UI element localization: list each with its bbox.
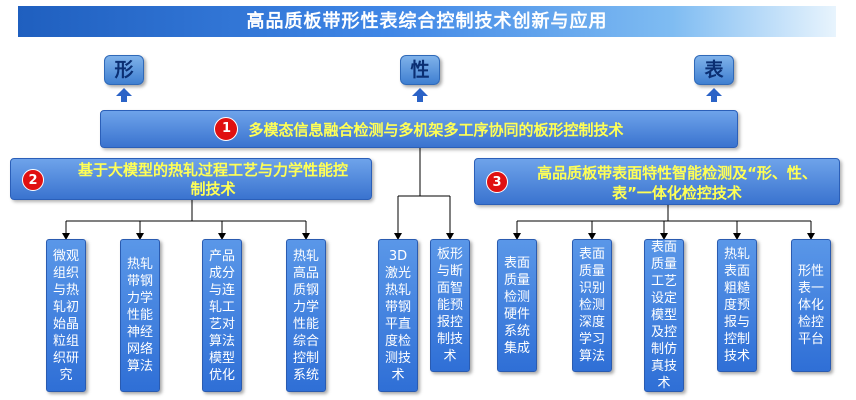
leaf-surface-hardware: 表面质量检测硬件系统集成 [497, 239, 537, 372]
key-xing-property: 性 [400, 55, 440, 85]
leaf-surface-deep-learning: 表面质量识别检测深度学习算法 [572, 239, 612, 372]
key-biao-surface: 表 [694, 55, 734, 85]
title-bar: 高品质板带形性表综合控制技术创新与应用 [18, 6, 836, 37]
up-arrow-stem [417, 96, 423, 102]
up-arrow-icon [706, 88, 722, 96]
up-arrow-icon [412, 88, 428, 96]
up-arrow-icon [116, 88, 132, 96]
leaf-surface-simulation: 表面质量工艺设定模型及控制仿真技术 [644, 239, 684, 392]
leaf-roughness-prediction: 热轧表面粗糙度预报与控制技术 [717, 239, 757, 372]
up-arrow-stem [121, 96, 127, 102]
number-badge-3: 3 [486, 171, 508, 193]
leaf-composition-optimization: 产品成分与连轧工艺对算法模型优化 [202, 239, 242, 392]
tech-bar-3-text: 高品质板带表面特性智能检测及“形、性、 表”一体化检控技术 [537, 164, 817, 202]
leaf-microstructure: 微观组织与热轧初始晶粒组织研究 [46, 239, 86, 392]
leaf-integrated-control: 热轧高品质钢力学性能综合控制系统 [286, 239, 326, 392]
up-arrow-stem [711, 96, 717, 102]
tech-bar-3: 3 高品质板带表面特性智能检测及“形、性、 表”一体化检控技术 [474, 158, 840, 205]
number-badge-2: 2 [22, 169, 44, 191]
number-badge-1: 1 [214, 117, 239, 141]
tech-bar-2: 2 基于大模型的热轧过程工艺与力学性能控 制技术 [10, 158, 372, 200]
leaf-integrated-platform: 形性表一体化检控平台 [791, 239, 831, 372]
key-xing-shape: 形 [104, 55, 144, 85]
tech-bar-2-text: 基于大模型的热轧过程工艺与力学性能控 制技术 [77, 161, 348, 198]
tech-bar-1-text: 多模态信息融合检测与多机架多工序协同的板形控制技术 [248, 120, 624, 139]
leaf-mechanical-nn: 热轧带钢力学性能神经网络算法 [120, 239, 160, 392]
leaf-profile-prediction: 板形与断面智能预报控制技术 [430, 239, 470, 372]
tech-bar-1: 1 多模态信息融合检测与多机架多工序协同的板形控制技术 [100, 110, 738, 148]
leaf-3d-laser-flatness: 3D激光热轧带钢平直度检测技术 [378, 239, 418, 392]
